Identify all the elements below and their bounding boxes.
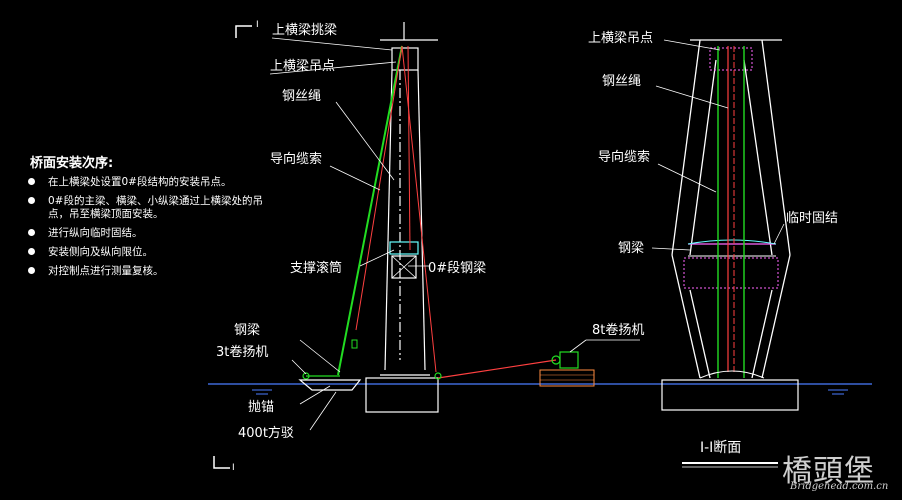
sequence-item-text: 在上横梁处设置0#段结构的安装吊点。 bbox=[48, 176, 232, 188]
right-tower-section bbox=[671, 39, 791, 379]
bullet-icon bbox=[28, 248, 35, 255]
right-pier-footing bbox=[661, 379, 799, 411]
wire-rope-green bbox=[337, 45, 403, 376]
label-segment-0-girder: 0#段钢梁 bbox=[428, 261, 486, 276]
winch-8t bbox=[559, 351, 579, 369]
sequence-item: 进行纵向临时固结。 bbox=[28, 227, 278, 240]
watermark-logo: 橋頭堡 bbox=[782, 454, 875, 489]
label-wire-rope-right: 钢丝绳 bbox=[602, 74, 641, 89]
sequence-list: 在上横梁处设置0#段结构的安装吊点。 0#段的主梁、横梁、小纵梁通过上横梁处的吊… bbox=[28, 176, 278, 284]
anchor-pulley bbox=[434, 372, 442, 380]
sequence-item-text: 安装侧向及纵向限位。 bbox=[48, 246, 153, 258]
sequence-item-text: 对控制点进行测量复核。 bbox=[48, 265, 164, 277]
section-marker-top bbox=[235, 25, 252, 38]
left-pier-footing bbox=[365, 377, 439, 413]
left-tower bbox=[380, 22, 438, 376]
upper-crossbeam bbox=[709, 47, 753, 71]
watermark-url: Bridgehead.com.cn bbox=[790, 481, 889, 492]
sequence-item: 0#段的主梁、横梁、小纵梁通过上横梁处的吊点，吊至横梁顶面安装。 bbox=[28, 195, 278, 221]
sequence-item-text: 进行纵向临时固结。 bbox=[48, 227, 143, 239]
sequence-item-text: 0#段的主梁、横梁、小纵梁通过上横梁处的吊点，吊至横梁顶面安装。 bbox=[48, 195, 263, 220]
label-winch-3t: 3t卷扬机 bbox=[216, 344, 268, 360]
label-support-roller: 支撑滚筒 bbox=[290, 260, 342, 276]
steel-girder-deck bbox=[687, 239, 777, 245]
bullet-icon bbox=[28, 197, 35, 204]
leader-lines-left bbox=[269, 37, 640, 431]
lift-cable-red bbox=[407, 45, 411, 251]
leader-lines-right bbox=[651, 39, 785, 251]
label-upper-beam-cantilever: 上横梁挑梁 bbox=[272, 23, 337, 38]
sequence-item: 安装侧向及纵向限位。 bbox=[28, 246, 278, 259]
guide-cable-red bbox=[355, 45, 403, 331]
label-temp-connection: 临时固结 bbox=[786, 211, 838, 226]
section-mark-top-label: I bbox=[256, 20, 259, 30]
hook bbox=[351, 339, 358, 349]
label-wire-rope-left: 钢丝绳 bbox=[282, 89, 321, 104]
segment-0-girder-top bbox=[389, 241, 419, 255]
sequence-title: 桥面安装次序: bbox=[30, 156, 114, 171]
section-mark-bottom-label: I bbox=[232, 463, 235, 473]
sequence-item: 在上横梁处设置0#段结构的安装吊点。 bbox=[28, 176, 278, 189]
label-winch-8t: 8t卷扬机 bbox=[592, 322, 644, 338]
bullet-icon bbox=[28, 229, 35, 236]
label-steel-beam-right: 钢梁 bbox=[618, 241, 644, 256]
label-guide-cable-right: 导向缆索 bbox=[598, 149, 650, 165]
section-marker-bottom bbox=[213, 456, 230, 469]
label-steel-beam-left: 钢梁 bbox=[234, 323, 260, 338]
guide-cable-red bbox=[401, 45, 437, 373]
label-upper-beam-lift-point: 上横梁吊点 bbox=[270, 59, 335, 74]
label-upper-beam-lift-point-right: 上横梁吊点 bbox=[588, 31, 653, 46]
label-anchor: 抛锚 bbox=[248, 400, 274, 415]
label-guide-cable-left: 导向缆索 bbox=[270, 151, 322, 167]
section-title: I-I断面 bbox=[700, 440, 741, 456]
sequence-item: 对控制点进行测量复核。 bbox=[28, 265, 278, 278]
bullet-icon bbox=[28, 267, 35, 274]
label-barge-400t: 400t方驳 bbox=[238, 425, 294, 441]
winch-8t-base bbox=[539, 369, 595, 387]
barge-400t bbox=[298, 379, 362, 391]
winch-cable-red bbox=[437, 359, 557, 379]
bullet-icon bbox=[28, 178, 35, 185]
lower-crossbeam bbox=[683, 257, 779, 289]
segment-0-girder-box bbox=[391, 255, 417, 279]
